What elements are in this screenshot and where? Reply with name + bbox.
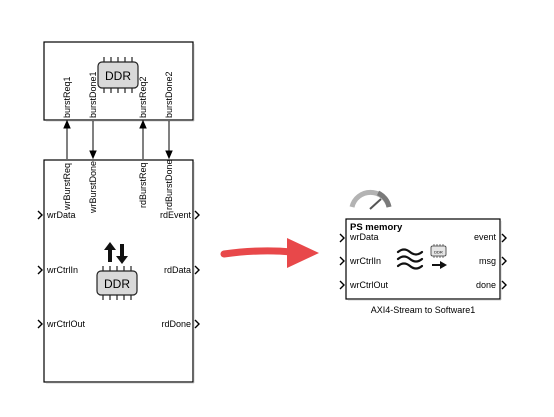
small-chip-label: DDR [434, 250, 443, 255]
ps-output-done: done [476, 280, 496, 290]
output-port-rdDone-marker[interactable] [194, 319, 200, 329]
output-rdEvent: rdEvent [160, 210, 192, 220]
output-rdData: rdData [164, 265, 191, 275]
ps-output-event: event [474, 232, 497, 242]
connections [63, 119, 173, 160]
port-burstReq1: burstReq1 [62, 76, 72, 118]
ps-input-wrCtrlIn: wrCtrlIn [349, 256, 381, 266]
port-wrBurstReq: wrBurstReq [62, 163, 72, 211]
ps-output-msg: msg [479, 256, 496, 266]
ps-input-wrData-marker[interactable] [339, 233, 345, 243]
ps-memory-block[interactable]: PS memory wrData wrCtrlIn wrCtrlOut even… [339, 189, 507, 315]
small-ddr-chip-icon: DDR [430, 244, 447, 258]
input-port-wrData-marker[interactable] [37, 210, 43, 220]
arrowhead-up-1 [63, 119, 71, 129]
small-right-arrow-icon [432, 261, 447, 269]
ps-output-msg-marker[interactable] [501, 256, 507, 266]
port-rdBurstReq: rdBurstReq [138, 162, 148, 208]
ps-input-wrData: wrData [349, 232, 379, 242]
ps-memory-title: PS memory [350, 222, 403, 233]
top-chip-label: DDR [105, 69, 131, 83]
arrowhead-up-2 [139, 119, 147, 129]
stream-wave-icon [396, 248, 424, 270]
ps-output-done-marker[interactable] [501, 280, 507, 290]
output-port-rdEvent-marker[interactable] [194, 210, 200, 220]
input-wrCtrlIn: wrCtrlIn [46, 265, 78, 275]
ps-memory-caption: AXI4-Stream to Software1 [371, 305, 476, 315]
ddr-chip-icon: DDR [97, 57, 139, 93]
arrowhead-down-2 [165, 150, 173, 160]
ddr-chip-icon: DDR [96, 266, 138, 300]
replacement-arrow-icon [220, 238, 319, 268]
port-burstDone1: burstDone1 [88, 71, 98, 118]
arrowhead-down-1 [89, 150, 97, 160]
gauge-icon [349, 189, 392, 210]
transfer-arrows-icon [104, 242, 128, 264]
port-wrBurstDone: wrBurstDone [88, 161, 98, 214]
port-rdBurstDone: rdBurstDone [164, 159, 174, 210]
input-wrData: wrData [46, 210, 76, 220]
ps-input-wrCtrlIn-marker[interactable] [339, 256, 345, 266]
output-port-rdData-marker[interactable] [194, 265, 200, 275]
input-port-wrCtrlIn-marker[interactable] [37, 265, 43, 275]
ps-output-event-marker[interactable] [501, 233, 507, 243]
input-port-wrCtrlOut-marker[interactable] [37, 319, 43, 329]
port-burstReq2: burstReq2 [138, 76, 148, 118]
ps-input-wrCtrlOut-marker[interactable] [339, 280, 345, 290]
top-ddr-block[interactable]: DDR burstReq1 burstDone1 burstReq2 burst… [43, 41, 195, 122]
left-memory-block[interactable]: wrBurstReq wrBurstDone rdBurstReq rdBurs… [37, 159, 200, 384]
output-rdDone: rdDone [161, 319, 191, 329]
left-chip-label: DDR [104, 277, 130, 291]
ps-input-wrCtrlOut: wrCtrlOut [349, 280, 388, 290]
port-burstDone2: burstDone2 [164, 71, 174, 118]
input-wrCtrlOut: wrCtrlOut [46, 319, 85, 329]
